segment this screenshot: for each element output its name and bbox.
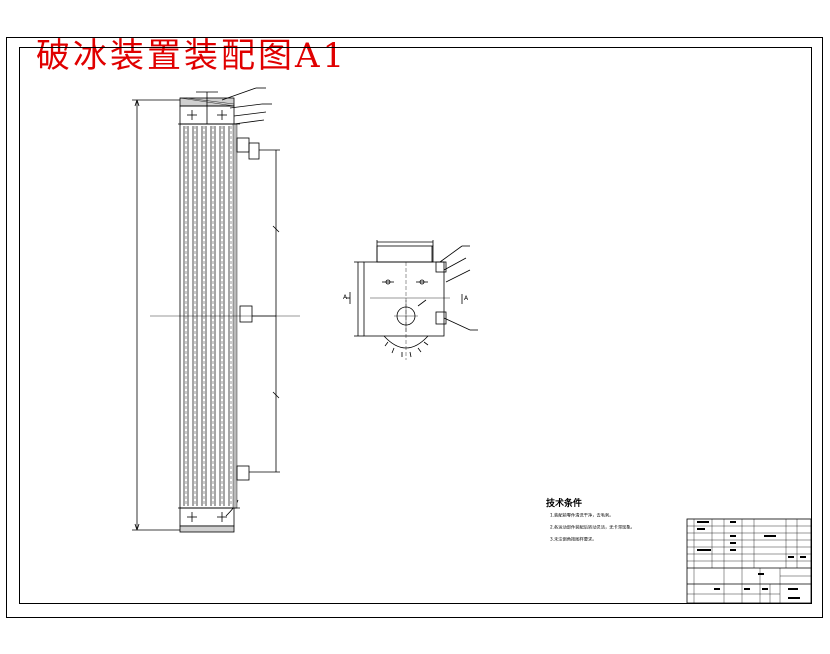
section-mark-right: A [464,295,469,302]
roller-elevation-view [132,87,300,533]
technical-note-1: 1.装配前零件清洗干净，去毛刺。 [550,512,614,518]
page-title: 破冰装置装配图A1 [36,36,348,76]
section-mark-left: A [343,294,348,301]
title-block-marks [697,521,806,599]
technical-note-2: 2.各运动部件装配后转动灵活，无卡滞现象。 [550,524,635,530]
title-block [686,518,812,604]
outer-frame [6,37,823,618]
technical-notes-heading: 技术条件 [546,499,583,509]
side-section-view [346,240,478,360]
inner-frame [19,47,812,604]
technical-note-3: 3.未注倒角按图样要求。 [550,536,597,542]
